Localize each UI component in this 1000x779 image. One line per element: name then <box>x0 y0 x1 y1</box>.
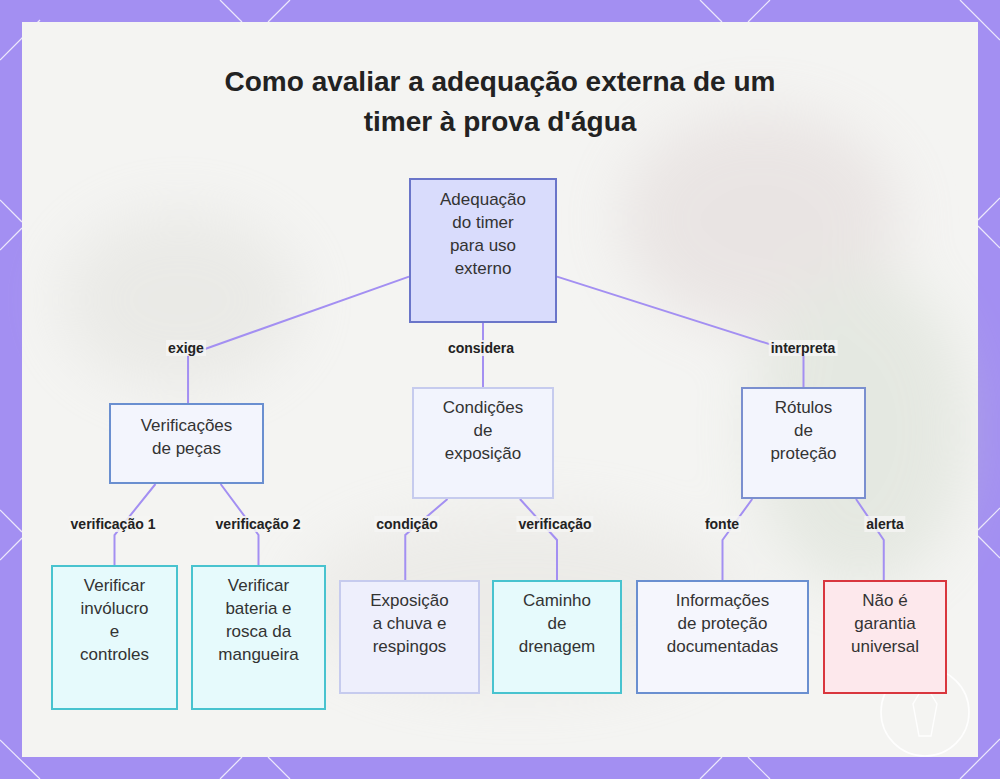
pattern-line <box>0 538 22 560</box>
pattern-line <box>978 536 1000 558</box>
concept-box: Caminho de drenagem <box>492 580 622 694</box>
pattern-line <box>0 228 22 250</box>
node-text: Adequação do timer para uso externo <box>435 188 531 280</box>
pattern-line <box>700 0 722 22</box>
connector <box>520 499 557 580</box>
pattern-line <box>748 0 770 22</box>
pattern-line <box>220 757 242 779</box>
concept-box: Verificar bateria e rosca da mangueira <box>191 565 326 710</box>
concept-box: Adequação do timer para uso externo <box>409 178 557 323</box>
pattern-line <box>268 757 290 779</box>
concept-box: Informações de proteção documentadas <box>636 580 809 694</box>
concept-box: Verificar invólucro e controles <box>51 565 178 710</box>
pattern-line <box>700 757 722 779</box>
pattern-line <box>748 757 770 779</box>
edge-label: considera <box>446 340 516 356</box>
node-text: Rótulos de proteção <box>766 396 841 465</box>
edge-label: alerta <box>864 516 905 532</box>
edge-label: verificação <box>516 516 593 532</box>
concept-box: Exposição a chuva e respingos <box>339 580 480 694</box>
edge-label: condição <box>374 516 439 532</box>
connector <box>856 499 884 580</box>
node-text: Verificar invólucro e controles <box>76 574 154 666</box>
edge-label: exige <box>166 340 206 356</box>
node-text: Informações de proteção documentadas <box>665 589 780 658</box>
pattern-line <box>978 508 1000 530</box>
pattern-line <box>978 198 1000 220</box>
connector <box>405 499 447 580</box>
edge-label: verificação 2 <box>214 516 303 532</box>
node-text: Condições de exposição <box>436 396 531 465</box>
node-text: Verificações de peças <box>134 414 239 460</box>
node-text: Não é garantia universal <box>845 589 925 658</box>
concept-box: Condições de exposição <box>412 387 554 499</box>
edge-label: fonte <box>703 516 741 532</box>
edge-label: verificação 1 <box>69 516 158 532</box>
panel <box>22 22 978 757</box>
concept-box: Verificações de peças <box>109 403 264 484</box>
photo-blob <box>60 210 300 390</box>
pattern-line <box>0 510 22 532</box>
connector <box>188 277 409 403</box>
connector <box>557 277 804 387</box>
concept-box: Rótulos de proteção <box>741 387 866 499</box>
pattern-line <box>978 226 1000 248</box>
diagram-title: Como avaliar a adequação externa de um t… <box>210 62 790 142</box>
node-text: Caminho de drenagem <box>517 589 597 658</box>
connector <box>723 499 753 580</box>
node-text: Verificar bateria e rosca da mangueira <box>214 574 304 666</box>
concept-box: Não é garantia universal <box>823 580 947 694</box>
edge-label: interpreta <box>769 340 838 356</box>
pattern-line <box>268 0 290 22</box>
node-text: Exposição a chuva e respingos <box>366 589 454 658</box>
pattern-line <box>220 0 242 22</box>
pattern-line <box>0 200 22 222</box>
